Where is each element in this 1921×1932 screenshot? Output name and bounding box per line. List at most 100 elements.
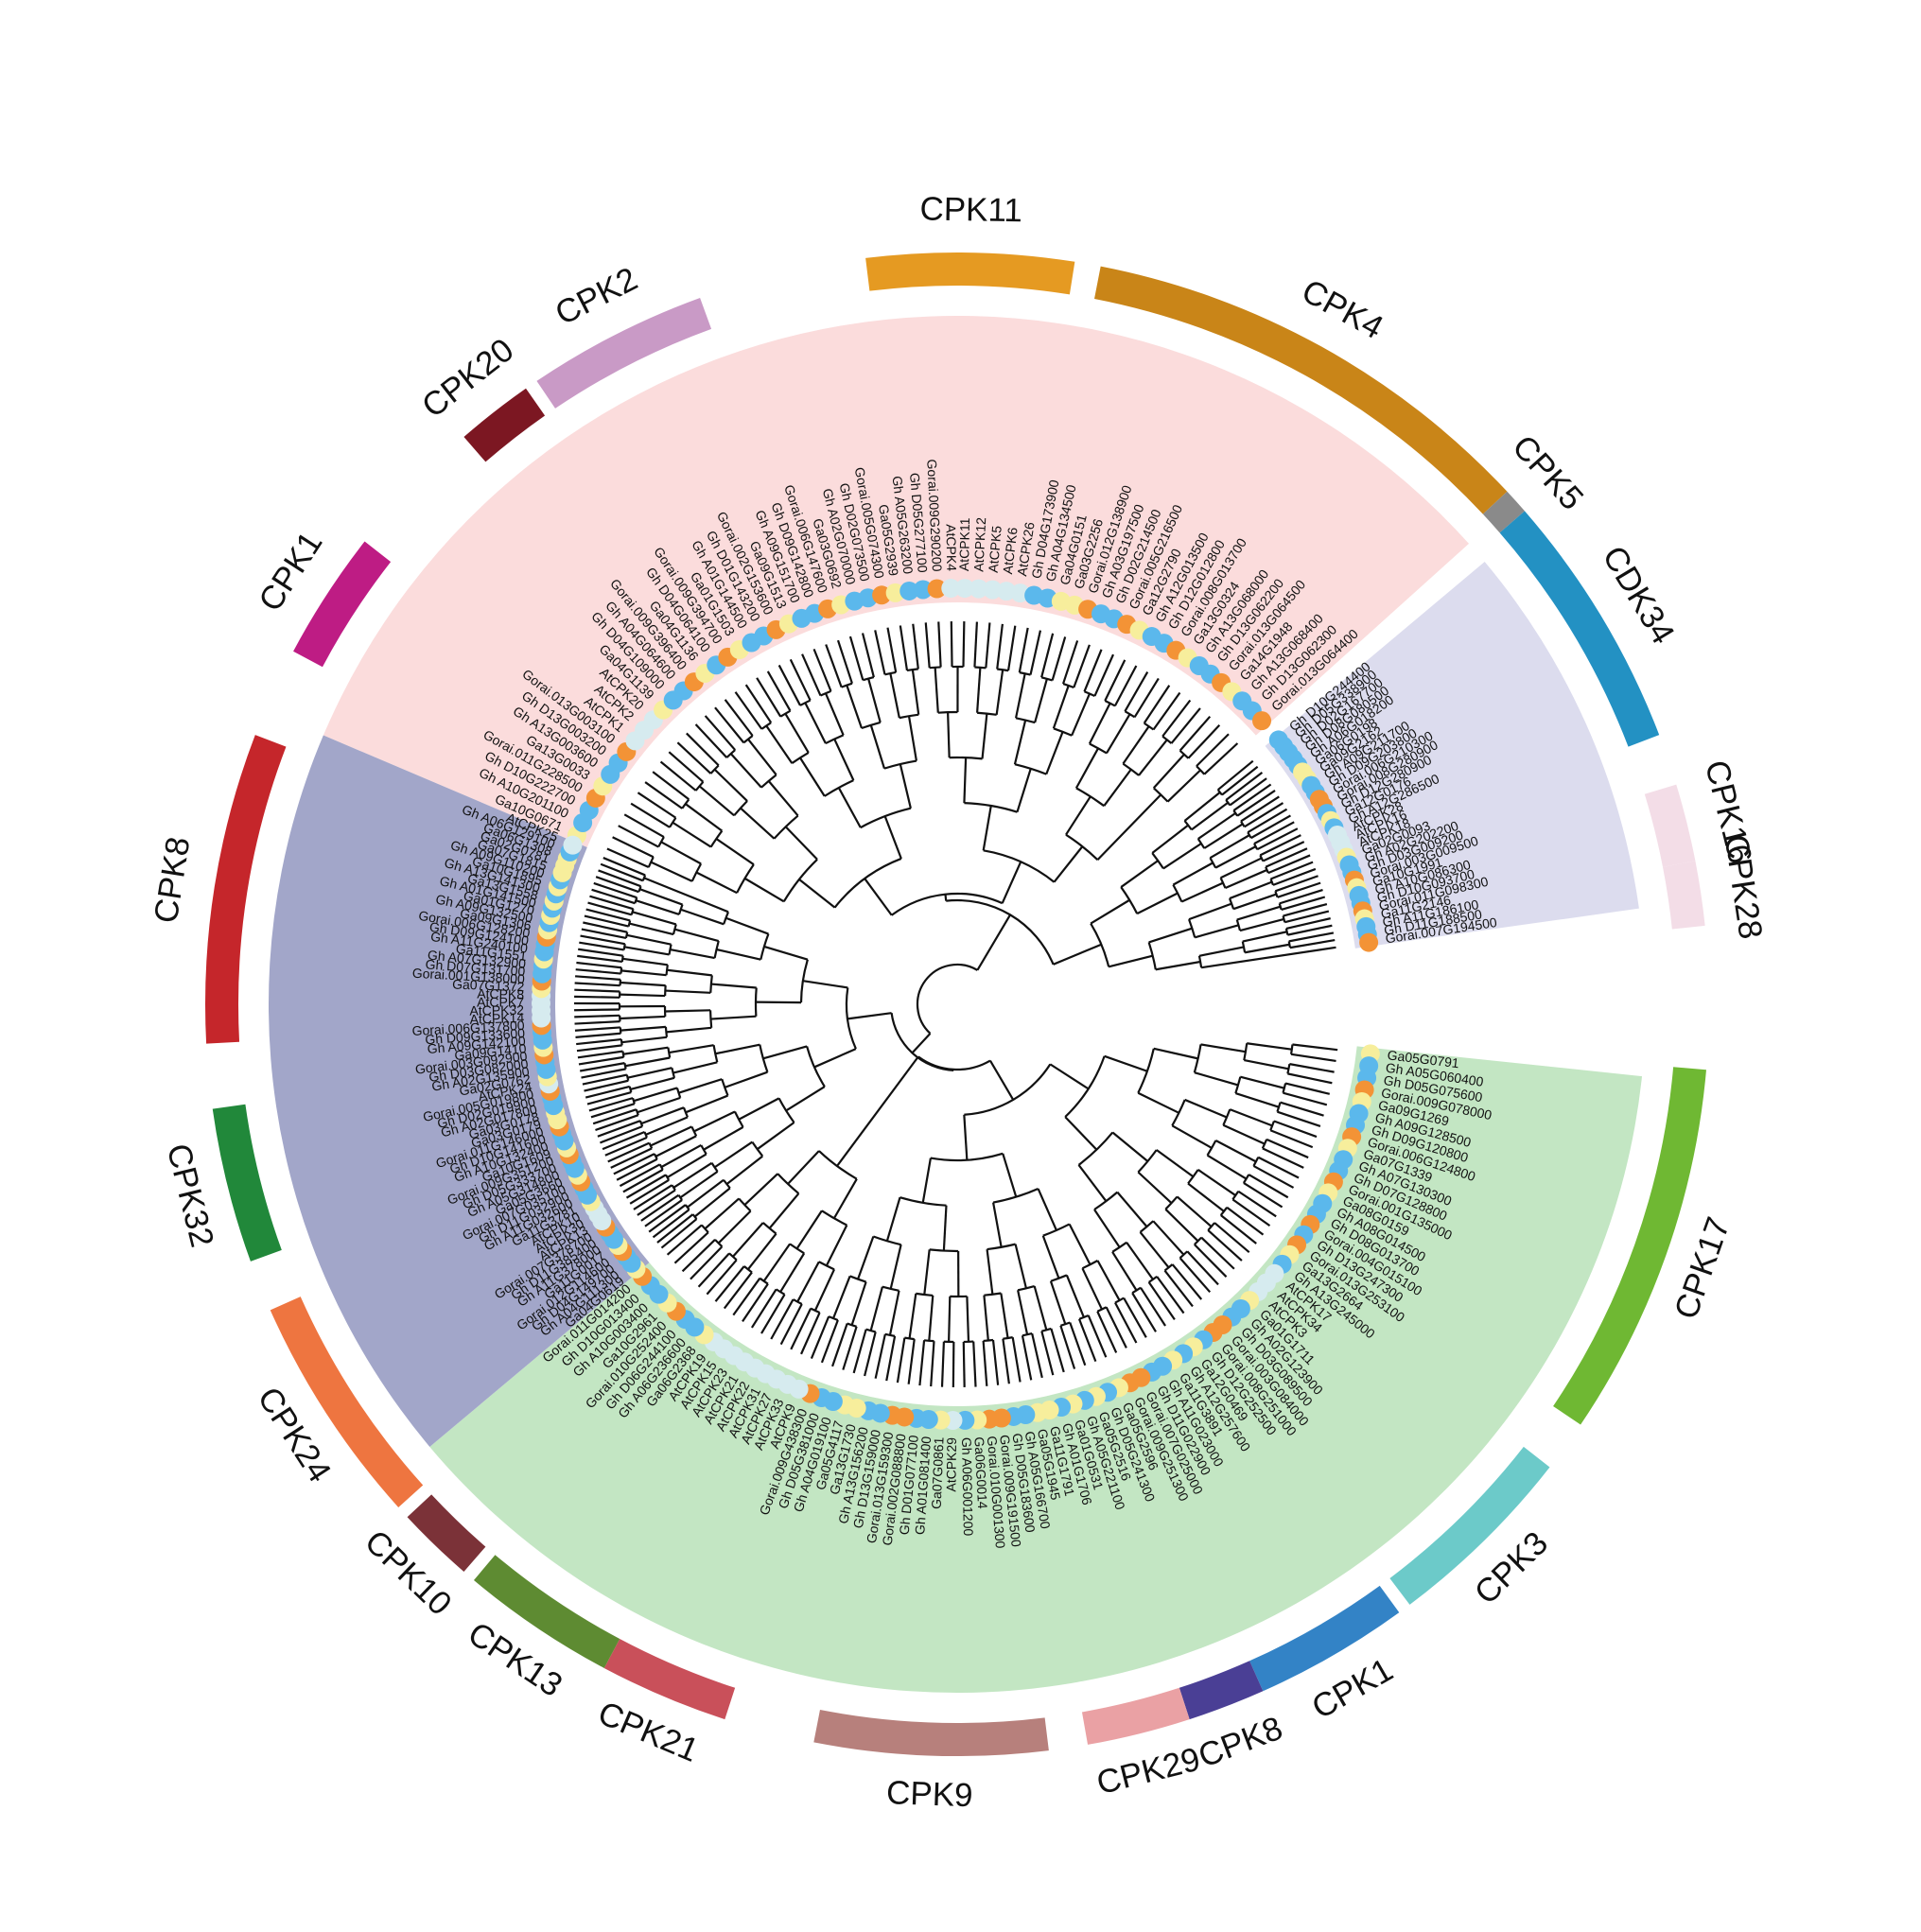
tree-branch	[1269, 1121, 1275, 1131]
tree-branch	[725, 916, 769, 935]
tree-branch	[911, 1033, 932, 1054]
tree-branch	[593, 881, 637, 899]
subfamily-arc	[536, 297, 712, 409]
tree-branch	[1113, 665, 1138, 706]
tree-branch	[756, 1001, 802, 1004]
tree-branch	[1209, 834, 1250, 860]
tree-branch	[657, 836, 665, 848]
tree-branch	[578, 948, 623, 957]
tree-branch	[1040, 676, 1053, 682]
tree-branch	[1273, 1120, 1318, 1139]
tree-branch	[679, 1170, 719, 1199]
tree-branch	[1087, 1314, 1108, 1358]
tree-branch	[1152, 754, 1185, 790]
tree-branch	[620, 967, 623, 974]
subfamily-arc	[293, 541, 392, 668]
tree-branch	[1122, 762, 1140, 776]
tree-branch	[766, 670, 792, 712]
tree-branch	[1219, 1207, 1229, 1216]
subfamily-arc	[204, 735, 287, 1044]
tree-branch	[800, 1312, 821, 1355]
tree-branch	[589, 895, 634, 911]
tree-branch	[1236, 905, 1282, 921]
tree-branch	[1090, 898, 1130, 925]
tree-branch	[1029, 630, 1042, 675]
tree-branch	[1214, 845, 1257, 869]
tree-branch	[917, 1055, 991, 1071]
tree-branch	[673, 1231, 709, 1264]
tree-branch	[684, 1204, 690, 1210]
tree-branch	[574, 1026, 620, 1032]
tree-branch	[1262, 1147, 1304, 1169]
tree-branch	[934, 667, 939, 713]
tree-branch	[1083, 649, 1103, 692]
tree-branch	[921, 1157, 932, 1204]
clade-sector-clade-iii	[429, 1046, 1643, 1693]
tree-branch	[625, 1174, 667, 1199]
tree-branch	[712, 1044, 719, 1063]
tree-branch	[802, 980, 848, 989]
tree-branch	[1198, 946, 1245, 957]
tree-branch	[966, 1296, 970, 1342]
subfamily-arc	[473, 1555, 620, 1668]
tree-branch	[640, 1106, 685, 1125]
tree-branch	[1037, 1188, 1057, 1231]
tree-branch	[1242, 1174, 1250, 1184]
tree-branch	[1187, 724, 1221, 759]
tree-branch	[660, 841, 702, 865]
tree-branch	[577, 1050, 623, 1059]
tree-branch	[623, 1062, 627, 1070]
leaf-label: Ga07G0861	[929, 1436, 947, 1509]
tree-branch	[869, 724, 886, 769]
tree-branch	[1108, 954, 1153, 968]
tree-branch	[579, 941, 624, 951]
tree-branch	[703, 1125, 744, 1151]
tree-branch	[581, 928, 627, 940]
tree-branch	[675, 1088, 682, 1099]
tree-branch	[1225, 772, 1264, 801]
subfamily-arc-label: CPK9	[885, 1774, 973, 1814]
tree-branch	[779, 1303, 803, 1346]
tree-branch	[1206, 1154, 1248, 1180]
tree-branch	[1017, 1290, 1029, 1335]
tree-branch	[1155, 960, 1201, 971]
subfamily-arc	[1081, 1687, 1190, 1745]
tree-branch	[667, 968, 712, 977]
tree-branch	[694, 781, 705, 792]
subfamily-arc	[1249, 1585, 1400, 1692]
species-dot	[563, 835, 583, 855]
tree-branch	[690, 1125, 698, 1137]
tree-branch	[713, 768, 748, 802]
tree-branch	[1041, 1327, 1052, 1332]
tree-branch	[756, 677, 782, 718]
subfamily-arc	[1644, 784, 1696, 867]
tree-branch	[923, 1249, 931, 1296]
subfamily-arc-label: CPK11	[919, 190, 1022, 229]
tree-branch	[810, 1315, 830, 1359]
tree-branch	[629, 1178, 670, 1205]
tree-branch	[742, 735, 754, 744]
tree-branch	[1126, 1242, 1154, 1280]
tree-branch	[686, 732, 720, 767]
tree-branch	[714, 706, 745, 744]
tree-branch	[1064, 1116, 1098, 1151]
clade-sector-clade-ii	[1265, 562, 1639, 949]
tree-branch	[1277, 1110, 1321, 1127]
subfamily-arc	[407, 1494, 486, 1572]
tree-branch	[744, 684, 773, 723]
leaf-label: AtCPK7	[477, 994, 524, 1009]
tree-branch	[1065, 1275, 1085, 1318]
tree-branch	[574, 1008, 620, 1012]
tree-branch	[729, 753, 762, 789]
tree-branch	[930, 1341, 935, 1387]
tree-branch	[1197, 811, 1236, 840]
tree-branch	[837, 787, 862, 828]
tree-branch	[793, 1298, 803, 1305]
tree-branch	[1196, 733, 1230, 767]
subfamily-arc	[1389, 1446, 1550, 1605]
subfamily-arc	[463, 388, 546, 462]
tree-branch	[1148, 927, 1193, 944]
tree-branch	[1062, 682, 1074, 689]
tree-branch	[1229, 777, 1267, 807]
tree-branch	[995, 670, 1004, 715]
